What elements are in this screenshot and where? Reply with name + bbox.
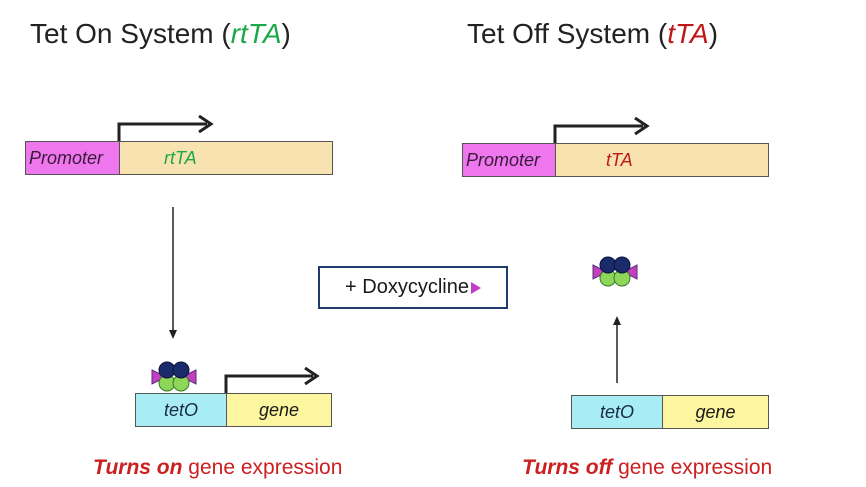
left-target-gene-box: gene (226, 393, 332, 427)
right-promoter-label: Promoter (466, 149, 541, 170)
right-caption-strong: Turns off (522, 456, 613, 479)
tet-off-title-tta: tTA (667, 18, 709, 49)
tet-on-title-prefix: Tet On System ( (30, 18, 231, 49)
tet-off-title-prefix: Tet Off System ( (467, 18, 668, 49)
doxycycline-box: + Doxycycline (318, 266, 508, 309)
tet-off-title: Tet Off System (tTA) (467, 18, 718, 50)
right-caption: Turns off gene expression (522, 456, 772, 480)
left-caption: Turns on gene expression (93, 456, 342, 480)
left-rtta-label: rtTA (164, 147, 197, 168)
right-tta-gene-box: tTA (555, 143, 769, 177)
left-teto-label: tetO (163, 399, 198, 420)
down-arrow-icon (169, 207, 177, 339)
tet-on-title-suffix: ) (281, 18, 291, 49)
right-teto-box: tetO (571, 395, 663, 429)
bent-arrow-icon (117, 114, 214, 141)
transactivator-complex-icon (592, 256, 638, 287)
left-rtta-gene-box: rtTA (119, 141, 333, 175)
right-target-gene-box: gene (662, 395, 769, 429)
tet-on-title-rtta: rtTA (230, 18, 282, 49)
left-target-gene-label: gene (258, 399, 300, 420)
triangle-icon (470, 281, 481, 294)
left-teto-box: tetO (135, 393, 227, 427)
left-caption-rest: gene expression (182, 456, 343, 479)
left-caption-strong: Turns on (93, 456, 183, 479)
transactivator-complex-icon (151, 361, 197, 392)
left-promoter-box: Promoter (25, 141, 120, 175)
bent-arrow-icon (224, 366, 320, 393)
bent-arrow-icon (553, 116, 650, 143)
right-tta-label: tTA (606, 149, 633, 170)
doxycycline-label: + Doxycycline (345, 276, 469, 298)
right-target-gene-label: gene (695, 401, 736, 422)
right-teto-label: tetO (599, 401, 634, 422)
tet-on-title: Tet On System (rtTA) (30, 18, 291, 50)
right-promoter-box: Promoter (462, 143, 556, 177)
up-arrow-icon (613, 316, 621, 383)
left-promoter-label: Promoter (29, 147, 104, 168)
right-caption-rest: gene expression (612, 456, 773, 479)
tet-off-title-suffix: ) (708, 18, 719, 49)
